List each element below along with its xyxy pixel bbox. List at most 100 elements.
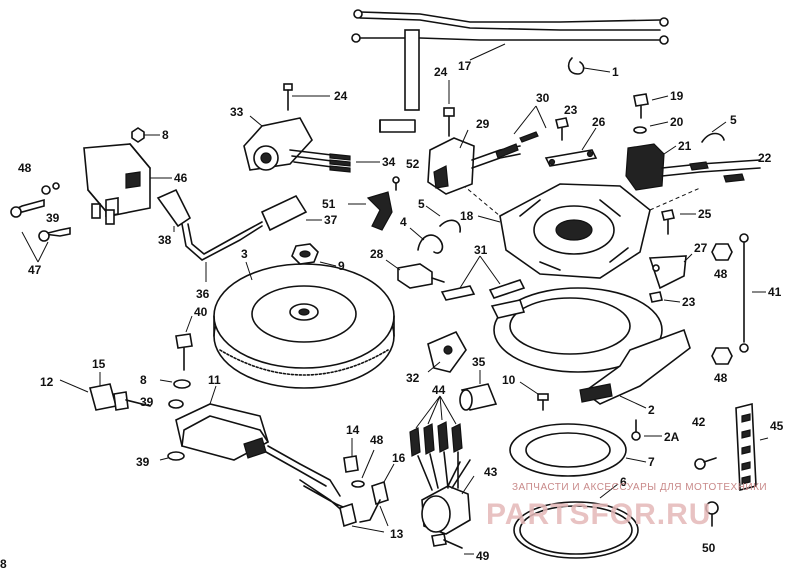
callout-18: 18 xyxy=(460,209,474,223)
part-clip-5a xyxy=(425,205,461,233)
part-nut-48b xyxy=(711,243,733,261)
callout-1: 1 xyxy=(612,65,619,79)
callout-48d: 48 xyxy=(370,433,384,447)
part-sensor-28 xyxy=(385,259,445,289)
callout-17: 17 xyxy=(458,59,472,73)
part-armature-plate-2 xyxy=(490,287,691,409)
callout-32: 32 xyxy=(406,371,420,385)
part-spring-4 xyxy=(409,227,444,254)
callout-20: 20 xyxy=(670,115,684,129)
callout-15: 15 xyxy=(92,357,106,371)
callout-23b: 23 xyxy=(682,295,696,309)
part-wires-30 xyxy=(495,105,547,159)
callout-23a: 23 xyxy=(564,103,578,117)
callout-35: 35 xyxy=(472,355,486,369)
part-screw-23a xyxy=(555,117,569,141)
part-terminal-block-45 xyxy=(735,402,769,492)
callout-50: 50 xyxy=(702,541,716,555)
callout-39c: 39 xyxy=(136,455,150,469)
callout-33: 33 xyxy=(230,105,244,119)
watermark-tagline: ЗАПЧАСТИ И АКСЕССУАРЫ ДЛЯ МОТОТЕХНИКИ xyxy=(512,482,767,493)
part-screw-24b xyxy=(443,80,455,137)
part-screw-23b xyxy=(649,291,681,303)
part-hv-lead-36 xyxy=(156,188,322,282)
part-stator-plate-18 xyxy=(451,175,701,279)
part-hose-31 xyxy=(440,255,526,301)
part-screws-47 xyxy=(10,182,71,263)
callout-42: 42 xyxy=(692,415,706,429)
part-screw-52 xyxy=(392,176,400,191)
part-ring-7 xyxy=(509,423,647,477)
callout-25: 25 xyxy=(698,207,712,221)
callout-29: 29 xyxy=(476,117,490,131)
part-switch-33 xyxy=(243,115,341,171)
callout-6: 6 xyxy=(620,475,627,489)
part-flywheel-3 xyxy=(213,261,395,389)
watermark: ЗАПЧАСТИ И АКСЕССУАРЫ ДЛЯ МОТОТЕХНИКИ PA… xyxy=(486,482,767,531)
callout-40: 40 xyxy=(194,305,208,319)
callout-31: 31 xyxy=(474,243,488,257)
callout-9: 9 xyxy=(338,259,345,273)
part-sleeve-35 xyxy=(459,370,498,411)
callout-38: 38 xyxy=(158,233,172,247)
callout-5b: 5 xyxy=(730,113,737,127)
callout-49: 49 xyxy=(476,549,490,563)
part-ring-6 xyxy=(513,483,639,559)
callout-14: 14 xyxy=(346,423,360,437)
part-bracket-26 xyxy=(544,127,598,167)
callout-5a: 5 xyxy=(418,197,425,211)
part-leads-44 xyxy=(409,395,463,491)
callout-8b: 8 xyxy=(140,373,147,387)
part-screw-25 xyxy=(661,209,696,235)
part-coil-46 xyxy=(83,127,172,225)
callout-2: 2 xyxy=(648,403,655,417)
callout-11: 11 xyxy=(208,373,221,387)
callout-16: 16 xyxy=(392,451,406,465)
callout-45: 45 xyxy=(770,419,784,433)
part-bolt-40 xyxy=(175,315,193,371)
callout-22: 22 xyxy=(758,151,772,165)
part-pack-11 xyxy=(175,385,341,497)
callout-48c: 48 xyxy=(714,371,728,385)
part-washer-20 xyxy=(633,121,669,134)
callout-labels: 1 2 2A 3 4 5 5 6 7 8 8 9 10 11 12 13 14 … xyxy=(0,59,784,571)
part-leads-13 xyxy=(299,463,395,533)
callout-27: 27 xyxy=(694,241,708,255)
part-link-rod-41 xyxy=(739,233,766,353)
part-clip-1 xyxy=(567,57,611,75)
part-screw-2a xyxy=(631,419,662,441)
callout-12: 12 xyxy=(40,375,54,389)
part-washer-39b xyxy=(168,399,184,409)
callout-2a: 2A xyxy=(664,430,680,444)
callout-48b: 48 xyxy=(714,267,728,281)
callout-41: 41 xyxy=(768,285,782,299)
callout-39a: 39 xyxy=(46,211,60,225)
callout-48a: 48 xyxy=(18,161,32,175)
part-sensor-43 xyxy=(421,459,475,535)
callout-52: 52 xyxy=(406,157,420,171)
part-wires-34 xyxy=(329,153,380,173)
part-connector-15 xyxy=(59,372,151,411)
part-screw-50 xyxy=(705,501,719,527)
part-screw-19 xyxy=(633,93,669,119)
callout-4: 4 xyxy=(400,215,407,229)
part-screw-49 xyxy=(431,533,474,555)
part-power-pack-29 xyxy=(427,129,521,195)
callout-24b: 24 xyxy=(434,65,448,79)
callout-8c: 8 xyxy=(0,557,7,571)
callout-30: 30 xyxy=(536,91,550,105)
callout-44: 44 xyxy=(432,383,446,397)
callout-26: 26 xyxy=(592,115,606,129)
part-magnet-27 xyxy=(648,253,693,290)
callout-39b: 39 xyxy=(140,395,154,409)
callout-51: 51 xyxy=(322,197,336,211)
callout-10: 10 xyxy=(502,373,516,387)
part-washer-48d xyxy=(351,449,375,488)
part-clip-5b xyxy=(701,121,727,143)
callout-3: 3 xyxy=(241,247,248,261)
callout-37: 37 xyxy=(324,213,338,227)
callout-7: 7 xyxy=(648,455,655,469)
part-nut-48c xyxy=(711,347,733,365)
